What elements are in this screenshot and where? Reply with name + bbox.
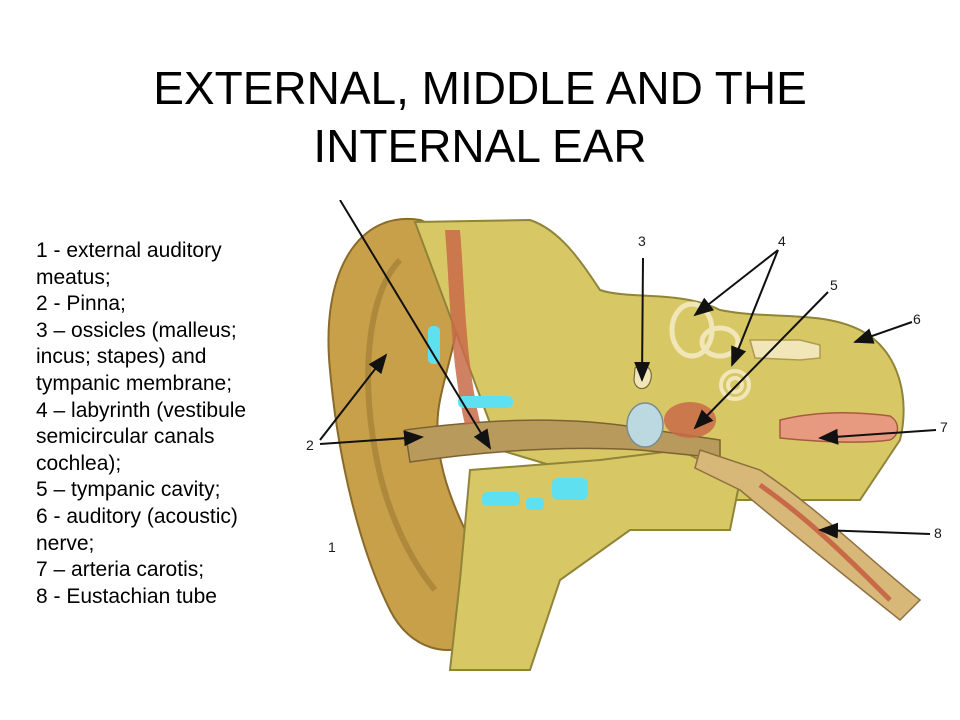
legend-item-2: 2 - Pinna; — [36, 291, 336, 318]
callout-label-6: 6 — [913, 311, 921, 327]
legend-item-5: 5 – tympanic cavity; — [36, 477, 336, 504]
callout-label-8: 8 — [934, 525, 942, 541]
title-line-2: INTERNAL EAR — [0, 117, 960, 175]
ear-anatomy-illustration: 1 2 3 4 5 6 7 8 — [300, 200, 960, 700]
legend-item-3: 3 – ossicles (malleus; incus; stapes) an… — [36, 318, 336, 398]
title-line-1: EXTERNAL, MIDDLE AND THE — [0, 59, 960, 117]
callout-label-4: 4 — [778, 233, 786, 249]
auditory-nerve — [750, 340, 820, 360]
tympanic-cavity — [664, 402, 716, 438]
legend-item-6: 6 - auditory (acoustic) nerve; — [36, 504, 336, 557]
legend-item-4: 4 – labyrinth (vestibule semicircular ca… — [36, 398, 336, 478]
legend-item-1: 1 - external auditory meatus; — [36, 238, 336, 291]
callout-label-3: 3 — [638, 233, 646, 249]
callout-label-2: 2 — [306, 437, 314, 453]
cartilage-patch — [482, 492, 520, 506]
tympanic-membrane — [627, 403, 663, 447]
legend-item-8: 8 - Eustachian tube — [36, 584, 336, 611]
legend-list: 1 - external auditory meatus; 2 - Pinna;… — [36, 238, 336, 610]
legend-item-7: 7 – arteria carotis; — [36, 557, 336, 584]
callout-label-5: 5 — [830, 277, 838, 293]
cartilage-patch — [552, 478, 588, 500]
cartilage-patch — [526, 498, 544, 510]
callout-label-1: 1 — [328, 539, 336, 555]
lower-bone-block — [450, 450, 740, 670]
callout-label-7: 7 — [940, 419, 948, 435]
cartilage-patch — [428, 326, 440, 364]
carotid-artery — [780, 413, 898, 442]
slide-title: EXTERNAL, MIDDLE AND THE INTERNAL EAR — [0, 59, 960, 175]
cartilage-patch — [458, 396, 513, 408]
